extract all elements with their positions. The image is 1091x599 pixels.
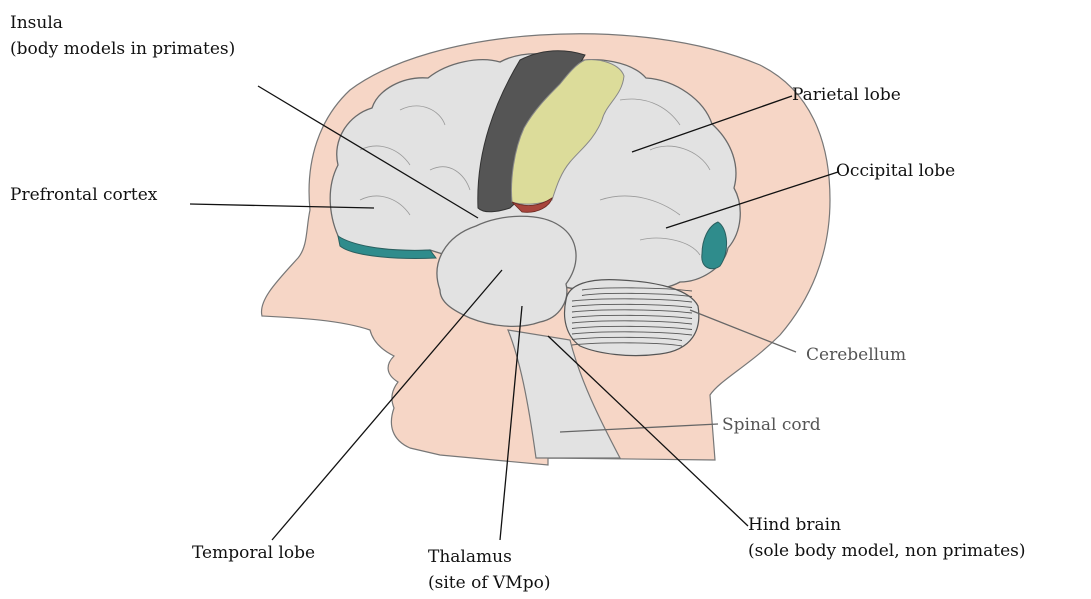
thalamus-label: Thalamus — [428, 546, 512, 568]
cerebellum-label: Cerebellum — [806, 344, 906, 366]
thalamus-note: (site of VMpo) — [428, 572, 550, 594]
insula-label: Insula — [10, 12, 63, 34]
occipital-label: Occipital lobe — [836, 160, 955, 182]
hindbrain-label: Hind brain — [748, 514, 841, 536]
cerebellum-body — [565, 280, 699, 356]
spinal-label: Spinal cord — [722, 414, 821, 436]
insula-note: (body models in primates) — [10, 38, 235, 60]
parietal-label: Parietal lobe — [792, 84, 901, 106]
prefrontal-label: Prefrontal cortex — [10, 184, 157, 206]
hindbrain-note: (sole body model, non primates) — [748, 540, 1026, 562]
temporal-label: Temporal lobe — [192, 542, 315, 564]
